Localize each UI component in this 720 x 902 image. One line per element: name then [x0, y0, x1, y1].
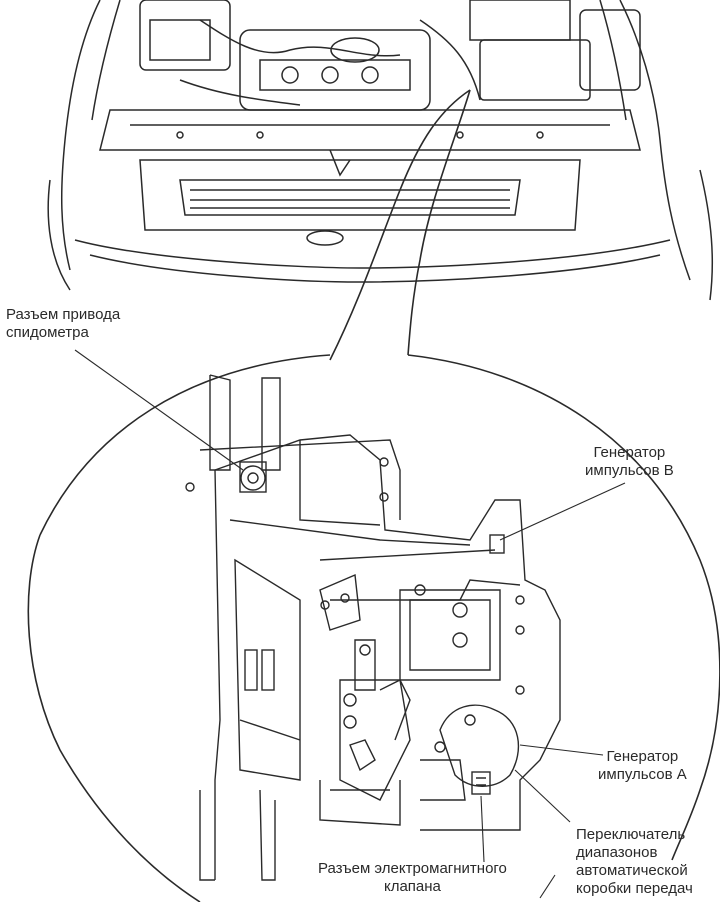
detail-circle	[27, 354, 720, 902]
transmission-drawing	[185, 374, 561, 881]
callout-pointer	[329, 89, 471, 361]
label-pulse-generator-b: Генератор импульсов B	[585, 444, 674, 479]
leader-gen-a	[519, 744, 604, 756]
leader-solenoid	[480, 795, 485, 863]
leader-gen-b	[499, 482, 626, 541]
pulse-generator-b-shape	[489, 534, 505, 554]
leader-lines	[74, 349, 626, 899]
label-solenoid-connector: Разъем электромагнитного клапана	[318, 860, 507, 895]
solenoid-connector-shape	[471, 771, 491, 795]
leader-speedometer	[74, 349, 244, 471]
label-pulse-generator-a: Генератор импульсов A	[598, 748, 687, 783]
speedometer-connector-shape	[240, 465, 266, 491]
label-speedometer-connector: Разъем привода спидометра	[6, 306, 121, 341]
label-range-switch: Переключатель диапазонов автоматической …	[576, 826, 693, 897]
car-front-view	[47, 0, 714, 301]
leader-switch	[514, 769, 571, 823]
range-switch-shape	[439, 704, 520, 787]
